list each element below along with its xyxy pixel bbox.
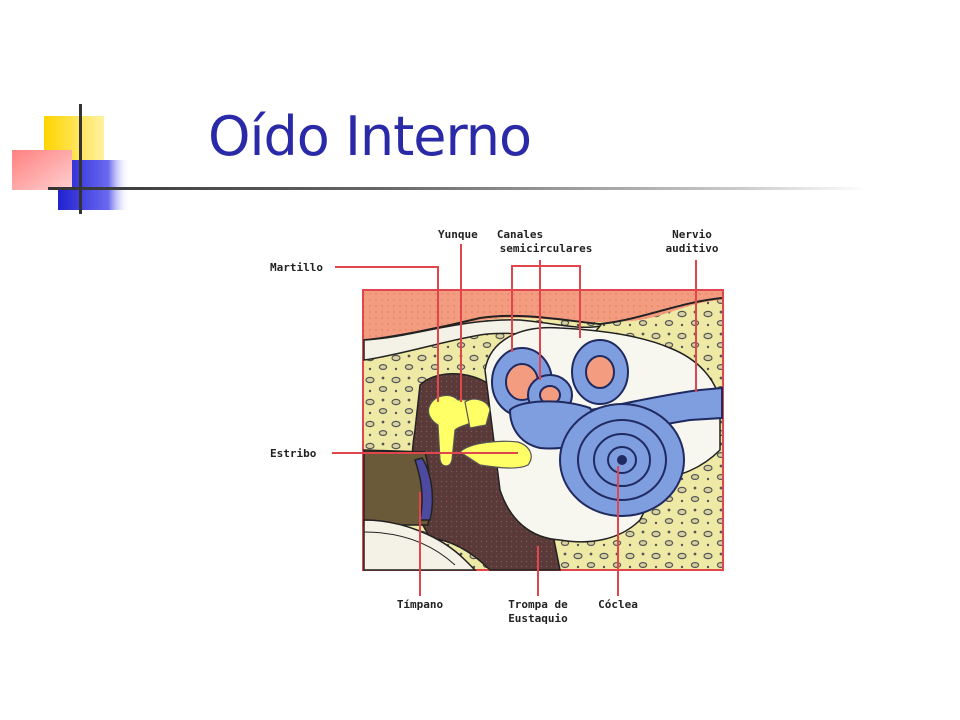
inner-ear-diagram: Martillo Yunque Canales semicirculares N… bbox=[270, 228, 724, 625]
leader-martillo bbox=[335, 266, 439, 402]
logo-red-square bbox=[12, 150, 72, 190]
stapes bbox=[459, 440, 532, 469]
label-estribo: Estribo bbox=[270, 447, 317, 460]
label-canales-line1: Canales bbox=[497, 228, 543, 241]
label-canales-line2: semicirculares bbox=[500, 242, 593, 255]
label-yunque: Yunque bbox=[438, 228, 478, 241]
malleus bbox=[427, 394, 480, 467]
eardrum bbox=[414, 457, 434, 521]
label-trompa-line2: Eustaquio bbox=[508, 612, 568, 625]
label-nervio-line2: auditivo bbox=[666, 242, 719, 255]
slide-logo bbox=[12, 104, 130, 214]
title-underline bbox=[48, 187, 868, 190]
label-nervio-line1: Nervio bbox=[672, 228, 712, 241]
label-martillo: Martillo bbox=[270, 261, 323, 274]
cochlea bbox=[559, 403, 685, 517]
label-coclea: Cóclea bbox=[598, 598, 638, 611]
leader-lines bbox=[332, 244, 697, 596]
logo-vertical-line bbox=[79, 104, 82, 214]
label-timpano: Tímpano bbox=[397, 598, 444, 611]
leader-canales bbox=[511, 265, 581, 352]
label-trompa-line1: Trompa de bbox=[508, 598, 568, 611]
skin-region bbox=[364, 291, 722, 340]
slide-title: Oído Interno bbox=[208, 105, 532, 168]
incus bbox=[464, 398, 491, 429]
